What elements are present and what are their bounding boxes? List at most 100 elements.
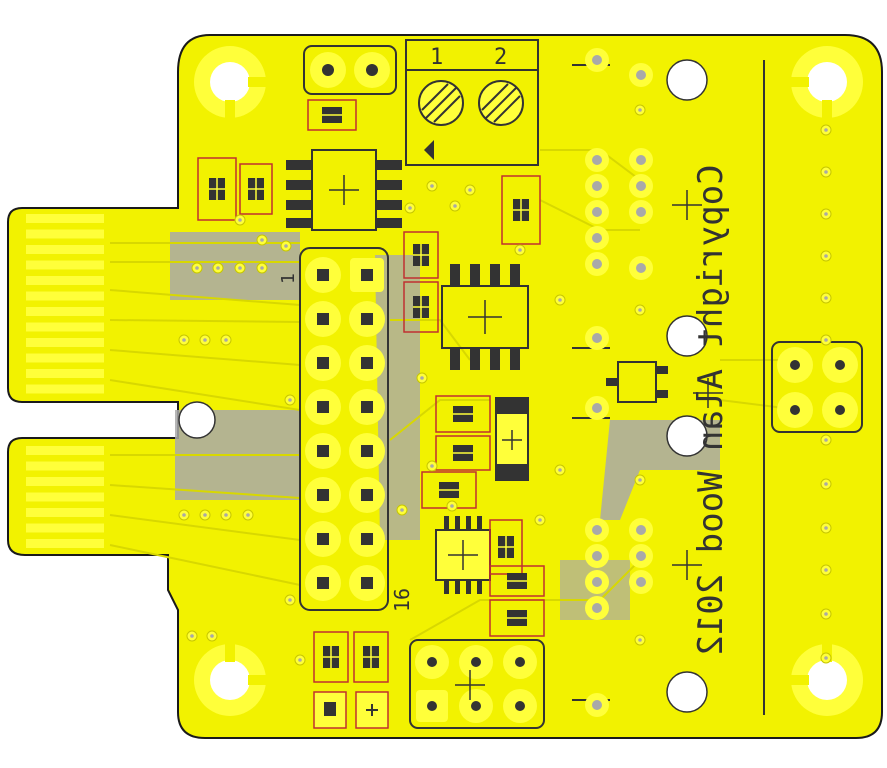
smd-component xyxy=(489,519,523,575)
connector-finger xyxy=(26,477,104,486)
via-drill xyxy=(450,504,454,508)
through-hole-drill xyxy=(592,403,602,413)
through-hole-drill xyxy=(592,577,602,587)
smd-component xyxy=(239,163,273,215)
through-hole-drill xyxy=(636,577,646,587)
through-hole-drill xyxy=(592,603,602,613)
via-drill xyxy=(538,518,542,522)
via-drill xyxy=(824,296,828,300)
header-pin-hole xyxy=(361,313,373,325)
screw-icon xyxy=(418,80,464,126)
smd-component xyxy=(489,565,545,597)
smd-component xyxy=(489,599,545,637)
led-pads xyxy=(313,691,389,729)
smd-component xyxy=(307,99,357,131)
crosshairs xyxy=(672,190,723,580)
through-hole-drill xyxy=(636,181,646,191)
via-drill xyxy=(260,266,264,270)
via-drill xyxy=(430,184,434,188)
connector-finger xyxy=(26,353,104,363)
connector-finger xyxy=(26,214,104,223)
through-hole-drill xyxy=(592,207,602,217)
connector-finger xyxy=(26,446,104,455)
connector-finger xyxy=(26,369,104,378)
via-drill xyxy=(260,238,264,242)
header-pin-hole xyxy=(361,445,373,457)
connector-finger xyxy=(26,523,104,533)
crosshair-icon xyxy=(329,175,359,205)
terminal-label-2: 2 xyxy=(494,45,507,70)
smd-component xyxy=(435,395,491,433)
ic-soic-middle xyxy=(441,264,529,370)
header-pin-hole xyxy=(317,489,329,501)
connector-finger xyxy=(26,322,104,332)
through-hole-drill xyxy=(636,525,646,535)
screw-icon xyxy=(478,80,524,126)
ground-fill xyxy=(170,232,720,620)
through-hole-drill xyxy=(592,551,602,561)
via-drill xyxy=(824,170,828,174)
via-drill xyxy=(203,513,207,517)
connector-finger xyxy=(26,508,104,517)
smd-component xyxy=(197,157,237,221)
mounting-hole-icon xyxy=(194,46,266,118)
header-pin-hole xyxy=(361,489,373,501)
via-drill xyxy=(400,508,404,512)
via-drill xyxy=(638,478,642,482)
via-drill xyxy=(824,438,828,442)
header-pin-hole xyxy=(317,577,329,589)
connector-finger xyxy=(26,291,104,301)
via-drill xyxy=(224,513,228,517)
ic-soic-upper xyxy=(286,149,402,231)
ic-msop xyxy=(435,516,491,594)
through-hole-drill xyxy=(636,155,646,165)
header-2x8: 1 16 xyxy=(278,247,414,612)
via-drill xyxy=(558,298,562,302)
via-drill xyxy=(824,526,828,530)
tantalum-capacitor xyxy=(495,397,529,481)
connector-finger xyxy=(26,276,104,285)
board-copper xyxy=(7,34,883,739)
via-drill xyxy=(210,634,214,638)
via-drill xyxy=(638,308,642,312)
mounting-hole-icon xyxy=(666,59,708,101)
via-drill xyxy=(203,338,207,342)
header-pin-hole xyxy=(471,657,481,667)
via-drill xyxy=(288,398,292,402)
smd-component xyxy=(353,631,389,683)
mounting-holes xyxy=(178,46,863,716)
header-pin-hole xyxy=(317,313,329,325)
header-pin-hole xyxy=(835,360,845,370)
header-pin-hole xyxy=(790,360,800,370)
via-drill xyxy=(824,612,828,616)
via-drill xyxy=(558,468,562,472)
via-drill xyxy=(195,266,199,270)
smd-component xyxy=(313,631,349,683)
connector-finger xyxy=(26,492,104,502)
header-2x2 xyxy=(771,341,863,433)
via-drill xyxy=(824,338,828,342)
via-drill xyxy=(224,338,228,342)
via-drill xyxy=(246,513,250,517)
header-pin-hole xyxy=(790,405,800,415)
through-hole-drill xyxy=(592,525,602,535)
via-drill xyxy=(238,266,242,270)
header-pin-hole xyxy=(317,533,329,545)
via-drill xyxy=(420,376,424,380)
through-hole-drill xyxy=(592,233,602,243)
header-pin-hole xyxy=(515,701,525,711)
header-pin-hole xyxy=(427,701,437,711)
via-drill xyxy=(824,254,828,258)
header-pin-hole xyxy=(361,357,373,369)
via-drill xyxy=(638,108,642,112)
via-drill xyxy=(216,266,220,270)
crosshair-icon xyxy=(455,670,485,700)
via-drill xyxy=(288,598,292,602)
connector-finger xyxy=(26,539,104,548)
smd-component xyxy=(501,175,541,245)
header-pin-hole xyxy=(361,401,373,413)
via-drill xyxy=(453,204,457,208)
connector-finger xyxy=(26,245,104,254)
via-drill xyxy=(824,656,828,660)
